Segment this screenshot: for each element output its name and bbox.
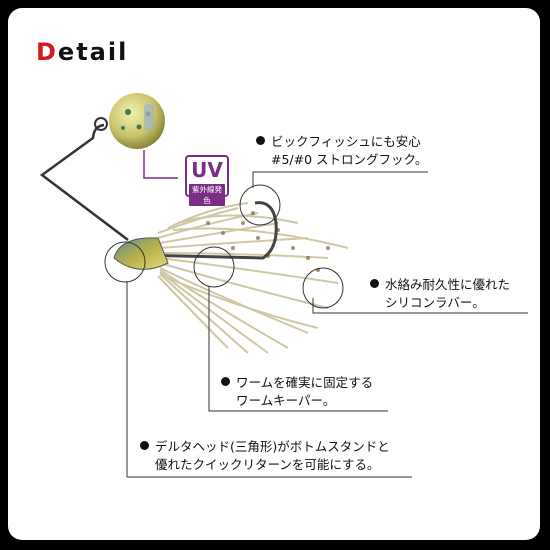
title-rest: etail: [57, 38, 129, 66]
uv-leader: [143, 150, 178, 179]
callout-keeper-line2: ワームキーパー。: [236, 393, 336, 408]
title-accent-letter: D: [36, 38, 58, 66]
callout-hook-line1: ビックフィッシュにも安心: [271, 134, 421, 149]
bullet-icon: [256, 136, 265, 145]
blade-ball: [109, 93, 165, 149]
hook: [137, 201, 278, 260]
hook-leader: [252, 171, 428, 188]
uv-label: UV: [191, 158, 223, 182]
wire-eye: [94, 117, 108, 131]
head-detail-circle: [104, 241, 146, 283]
callout-hook-line2: #5/#0 ストロングフック。: [271, 152, 428, 167]
wire-arm: [39, 123, 129, 241]
uv-badge: UV 紫外線発色: [185, 155, 229, 206]
callout-head-line2: 優れたクイックリターンを可能にする。: [155, 457, 380, 472]
callout-skirt-line1: 水絡み耐久性に優れた: [385, 277, 511, 292]
callout-skirt: 水絡み耐久性に優れた シリコンラバー。: [370, 276, 510, 312]
hook-detail-circle: [239, 184, 281, 226]
detail-panel: Detail: [8, 8, 540, 540]
spinnerbait-illustration: [39, 93, 528, 478]
callout-skirt-line2: シリコンラバー。: [385, 295, 485, 310]
callout-head: デルタヘッド(三角形)がボトムスタンドと 優れたクイックリターンを可能にする。: [140, 438, 390, 474]
uv-sublabel: 紫外線発色: [189, 184, 225, 206]
callout-keeper-line1: ワームを確実に固定する: [236, 375, 374, 390]
callout-hook: ビックフィッシュにも安心 #5/#0 ストロングフック。: [256, 133, 428, 169]
delta-head: [113, 237, 169, 270]
callout-keeper: ワームを確実に固定する ワームキーパー。: [221, 374, 373, 410]
bullet-icon: [370, 279, 379, 288]
page-title: Detail: [36, 38, 128, 66]
skirt-leader: [312, 298, 528, 314]
bullet-icon: [140, 441, 149, 450]
head-leader: [126, 281, 412, 478]
callout-head-line1: デルタヘッド(三角形)がボトムスタンドと: [155, 439, 390, 454]
skirt-detail-circle: [302, 267, 344, 309]
keeper-leader: [208, 286, 388, 412]
keeper-detail-circle: [193, 246, 235, 288]
silicone-skirt: [157, 202, 349, 354]
bullet-icon: [221, 377, 230, 386]
